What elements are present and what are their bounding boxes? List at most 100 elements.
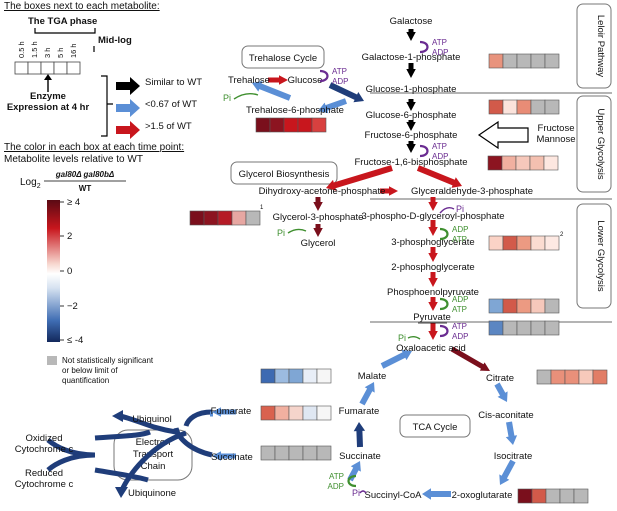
heatmap-cell: [502, 99, 518, 115]
svg-text:ADP: ADP: [328, 482, 344, 491]
metabolite-g6p: Glucose-6-phosphate: [366, 110, 457, 121]
heatmap-cell: [488, 235, 504, 251]
heatmap-cell: [564, 369, 580, 385]
heatmap-cell: [311, 117, 327, 133]
svg-text:ATP: ATP: [329, 472, 344, 481]
legend-cell: [40, 61, 55, 75]
heatmap-cell: [260, 405, 276, 421]
heatmap-cell: [502, 235, 518, 251]
heatmaps: 12: [189, 53, 608, 504]
legend-arrow-0: [116, 77, 140, 95]
legend-cell: [27, 61, 42, 75]
metabolite-oaa: Oxaloacetic acid: [396, 343, 466, 354]
heatmap-cell: [530, 298, 546, 314]
heatmap-cell: [516, 298, 532, 314]
arrow-cytc-ox-red: [46, 452, 96, 472]
arrow-citrate-cisacon: [494, 382, 508, 402]
svg-text:TCA Cycle: TCA Cycle: [413, 422, 458, 433]
heatmap-cell: [274, 368, 290, 384]
color-scale-ticks: ≥ 420−2≤ -4: [60, 197, 83, 346]
arrow-etc-fumarate: [183, 409, 213, 427]
tga-phase-label: The TGA phase: [28, 16, 97, 27]
heatmap-cell: [488, 99, 504, 115]
legend-arrow-label: Similar to WT: [145, 77, 202, 88]
legend-cell: [66, 61, 81, 75]
arrow-glc1p-g6p: [406, 99, 416, 111]
metabolite-succoa: Succinyl-CoA: [364, 490, 422, 501]
heatmap-pep: [488, 298, 560, 314]
svg-text:ATP: ATP: [452, 235, 467, 244]
heatmap-cell: [529, 155, 545, 171]
metabolite-cisacon: Cis-aconitate: [478, 410, 533, 421]
arrow-pyruvate-oaa: [428, 323, 438, 340]
arrow-galactose-gal1p: [406, 29, 416, 41]
heatmap-cell: [302, 368, 318, 384]
metabolite-ubiquinone: Ubiquinone: [128, 488, 176, 499]
heatmap-cell: [543, 155, 559, 171]
arrow-fumarate-malate: [359, 382, 375, 406]
heatmap-glycerol: [189, 210, 261, 226]
leloir-label: Leloir Pathway: [595, 15, 606, 78]
arrow-oaa-citrate: [450, 346, 490, 371]
arrow-t6p-trehalose: [252, 81, 292, 101]
color-legend-title: The color in each box at each time point…: [4, 142, 184, 153]
metabolite-oxoglut: 2-oxoglutarate: [452, 490, 513, 501]
heatmap-cell: [288, 405, 304, 421]
heatmap-t6p: [255, 117, 327, 133]
pi-gap: Pi: [439, 204, 464, 214]
heatmap-cell: [559, 488, 575, 504]
heatmap-cell: [288, 368, 304, 384]
legend-heatmap-box: [14, 61, 81, 75]
arrow-gal1p-glc1p: [406, 63, 416, 78]
legend-arrow-2: [116, 121, 140, 139]
svg-text:Pi: Pi: [352, 488, 360, 498]
legend-arrow-label: <0.67 of WT: [145, 99, 197, 110]
metabolite-succinate_etc: Succinate: [211, 452, 253, 463]
heatmap-cell: [283, 117, 299, 133]
arrow-pep-pyruvate: [428, 297, 438, 311]
arrow-f6p-fbp: [406, 141, 416, 153]
arrow-g3p-glycerol: [313, 224, 323, 237]
timepoint-label: 3 h: [43, 48, 52, 58]
heatmap-cell: [488, 298, 504, 314]
heatmap-cell: [544, 99, 560, 115]
metabolite-glc1p: Glucose-1-phosphate: [366, 84, 457, 95]
arrow-etc-ubiquinol: [119, 413, 177, 435]
arrow-trehalose-glucose: [268, 75, 288, 85]
metabolite-fumarate: Fumarate: [339, 406, 380, 417]
pi-trehalose: Pi: [223, 92, 259, 103]
heatmap-cell: [203, 210, 219, 226]
heatmap-cell: [231, 210, 247, 226]
heatmap-cell: [488, 53, 504, 69]
heatmap-cell: [578, 369, 594, 385]
legend-cell: [14, 61, 29, 75]
heatmap-cell: [189, 210, 205, 226]
arrow-fbp-gap: [416, 165, 462, 188]
timepoint-label: 1.5 h: [30, 41, 39, 58]
heatmap-cell: [545, 488, 561, 504]
heatmap-cell: [260, 368, 276, 384]
arrow-fbp-dhap: [326, 165, 393, 191]
heatmap-pg3: [488, 235, 560, 251]
heatmap-citrate: [536, 369, 608, 385]
arrow-g6p-t6p: [318, 98, 347, 114]
svg-text:ATP: ATP: [332, 67, 347, 76]
heatmap-cell: [516, 53, 532, 69]
heatmap-cell: [531, 488, 547, 504]
heatmap-cell: [544, 235, 560, 251]
metabolite-ubiquinol: Ubiquinol: [132, 414, 172, 425]
svg-text:Pi: Pi: [277, 228, 285, 238]
metabolite-dhap: Dihydroxy-acetone-phosphate: [259, 186, 386, 197]
metabolite-f6p: Fructose-6-phosphate: [365, 130, 458, 141]
heatmap-cell: [316, 445, 332, 461]
heatmap-cell: [487, 155, 503, 171]
arrow-etc-cytc-bottom: [94, 467, 149, 483]
heatmap-pyruvate: [488, 320, 560, 336]
arrow-glucose-g6p: [328, 82, 364, 103]
color-scale-bar: [47, 200, 60, 342]
